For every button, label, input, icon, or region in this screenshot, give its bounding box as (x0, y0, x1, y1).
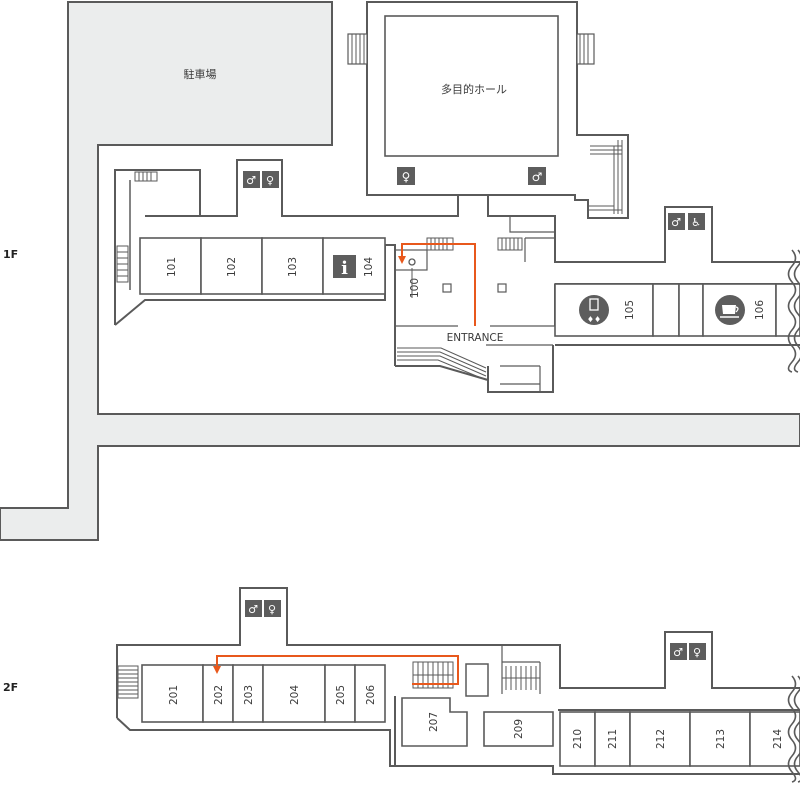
room-202[interactable] (202, 664, 234, 723)
room-label: 101 (166, 257, 178, 277)
corridor-block (678, 283, 704, 337)
svg-text:♿: ♿ (691, 216, 701, 229)
hall-room[interactable] (384, 15, 559, 157)
room-label: 102 (226, 257, 238, 277)
corridor-block (775, 283, 800, 337)
room-211[interactable] (594, 711, 631, 767)
room-label: 202 (213, 685, 225, 705)
room-label: 206 (365, 685, 377, 705)
room-100-box (394, 249, 428, 271)
entrance-steps (397, 344, 553, 392)
room-label: 209 (513, 719, 525, 739)
restroom-icon (670, 643, 687, 660)
hall-left-stairs (347, 33, 368, 65)
svg-text:♦♦: ♦♦ (587, 315, 601, 324)
stairs-2f-left (117, 665, 139, 699)
floor-label-1f: 1F (3, 248, 18, 261)
svg-text:♂: ♂ (248, 603, 258, 616)
room-label: 105 (624, 300, 636, 320)
restroom-icon (245, 600, 262, 617)
room-label: 213 (715, 729, 727, 749)
room-label: 207 (428, 712, 440, 732)
wheelchair-icon (688, 213, 705, 230)
svg-text:♂: ♂ (246, 174, 256, 187)
svg-text:♂: ♂ (673, 646, 683, 659)
room-101[interactable] (139, 237, 202, 295)
room-label: 103 (287, 257, 299, 277)
room-label: 104 (363, 257, 375, 277)
break-line (787, 249, 797, 373)
parking-and-road (0, 1, 800, 541)
map-pin-icon (408, 258, 416, 266)
route-1f (401, 243, 476, 326)
room-204[interactable] (262, 664, 326, 723)
room-label: 203 (243, 685, 255, 705)
room-label: 204 (289, 685, 301, 705)
svg-text:i: i (341, 258, 348, 279)
room-209[interactable] (483, 711, 554, 747)
parking-label: 駐車場 (184, 67, 217, 81)
route-arrow (398, 256, 406, 264)
svg-text:♀: ♀ (402, 170, 411, 184)
room-205[interactable] (324, 664, 356, 723)
restroom-icon (397, 167, 415, 185)
restroom-icon (264, 600, 281, 617)
restroom-icon (689, 643, 706, 660)
room-label: 205 (335, 685, 347, 705)
pillar (442, 283, 452, 293)
stairs-1f-center (426, 216, 555, 262)
route-arrow (213, 666, 221, 674)
svg-text:♀: ♀ (266, 174, 274, 187)
restroom-icon (528, 167, 546, 185)
room-102[interactable] (200, 237, 263, 295)
room-label: 100 (409, 278, 421, 298)
room-label: 106 (754, 300, 766, 320)
room-label: 212 (655, 729, 667, 749)
restroom-icon (243, 171, 260, 188)
corridor-block (652, 283, 680, 337)
room-label: 211 (607, 729, 619, 749)
info-icon (333, 255, 356, 278)
restroom-icon (668, 213, 685, 230)
entrance-label: ENTRANCE (447, 332, 504, 344)
route-2f (216, 655, 459, 685)
room-206[interactable] (354, 664, 386, 723)
room-212[interactable] (629, 711, 691, 767)
pillar (497, 283, 507, 293)
floor-label-2f: 2F (3, 681, 18, 694)
room-207[interactable] (401, 697, 468, 747)
room-label: 214 (772, 729, 784, 749)
svg-text:♀: ♀ (693, 646, 701, 659)
building-2f-walls (116, 587, 800, 775)
break-line (787, 675, 797, 783)
svg-text:♀: ♀ (268, 603, 276, 616)
room-label: 210 (572, 729, 584, 749)
restroom-icon (262, 171, 279, 188)
elevator-shaft (465, 663, 489, 697)
room-203[interactable] (232, 664, 264, 723)
room-label: 201 (168, 685, 180, 705)
stairs-1f-left (116, 171, 158, 290)
hall-label: 多目的ホール (441, 82, 507, 96)
svg-text:♂: ♂ (532, 170, 543, 184)
room-210[interactable] (559, 711, 596, 767)
hall-corner-stairs (588, 140, 623, 214)
hall-right-stairs (576, 33, 595, 65)
room-201[interactable] (141, 664, 204, 723)
stairs-2f-right (501, 645, 541, 694)
svg-text:♂: ♂ (671, 216, 681, 229)
